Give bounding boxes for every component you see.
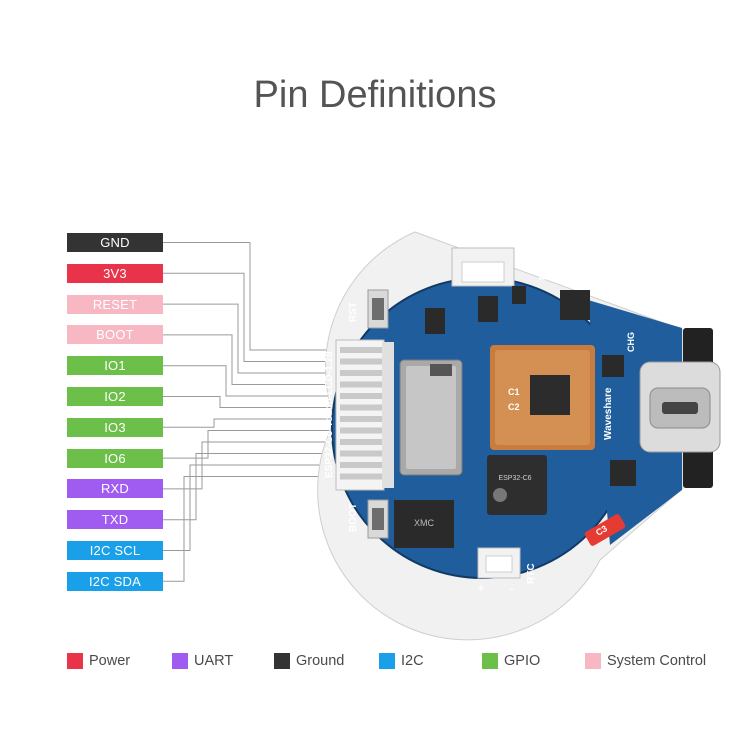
pin-label-reset: RESET bbox=[67, 294, 163, 314]
pin-label-io3: IO3 bbox=[67, 417, 163, 437]
rst-button[interactable] bbox=[367, 289, 389, 329]
legend-label: UART bbox=[194, 653, 234, 669]
legend-swatch bbox=[379, 653, 395, 669]
legend-swatch bbox=[482, 653, 498, 669]
silk-brand: Waveshare bbox=[603, 387, 614, 440]
silk-plus-top: + bbox=[474, 235, 480, 247]
legend-swatch bbox=[172, 653, 188, 669]
silk-minus-rtc: - bbox=[510, 583, 514, 595]
silk-chg: CHG bbox=[626, 332, 636, 352]
legend-label: I2C bbox=[401, 653, 424, 669]
pin-label-rxd: RXD bbox=[67, 479, 163, 499]
boot-button[interactable] bbox=[367, 499, 389, 539]
header-pin bbox=[340, 450, 382, 457]
pin-line-io2 bbox=[163, 396, 340, 408]
silk-rst: RST bbox=[348, 302, 359, 322]
pin-label-io6: IO6 bbox=[67, 448, 163, 468]
module-label: ESP32-C6 bbox=[498, 475, 531, 482]
pin-label-io1: IO1 bbox=[67, 356, 163, 376]
legend-swatch bbox=[274, 653, 290, 669]
header-pin bbox=[340, 347, 382, 353]
silk-c3: C3 bbox=[594, 523, 609, 537]
usb-c-port bbox=[639, 361, 721, 453]
pin-label-txd: TXD bbox=[67, 510, 163, 530]
header-pin bbox=[340, 358, 382, 365]
battery-connector bbox=[451, 247, 515, 287]
legend-item-ground: Ground bbox=[274, 652, 344, 670]
header-pin bbox=[340, 370, 382, 376]
flash-chip-label: XMC bbox=[414, 518, 435, 528]
header-pin bbox=[340, 439, 382, 445]
header-pin bbox=[340, 404, 382, 411]
pin-line-i2c-sda bbox=[163, 476, 340, 582]
legend-item-power: Power bbox=[67, 652, 130, 670]
legend-swatch bbox=[585, 653, 601, 669]
silk-boot: BOOT bbox=[348, 503, 359, 532]
pin-line-reset bbox=[163, 303, 340, 374]
pin-line-boot bbox=[163, 334, 340, 385]
header-pin bbox=[340, 427, 382, 434]
legend-label: Ground bbox=[296, 653, 345, 669]
header-pin bbox=[340, 416, 382, 422]
legend-label: GPIO bbox=[504, 653, 541, 669]
silk-c1: C1 bbox=[508, 387, 520, 397]
silk-model: ESP32-C6-Touch-LCD-1.28 bbox=[324, 351, 335, 478]
pin-line-io6 bbox=[163, 430, 340, 459]
header-pin bbox=[340, 473, 382, 480]
small-components bbox=[425, 286, 636, 546]
header-pin bbox=[340, 393, 382, 399]
legend-swatch bbox=[67, 653, 83, 669]
pin-label-3v3: 3V3 bbox=[67, 263, 163, 283]
main-chip-area bbox=[490, 345, 595, 450]
pin-line-io3 bbox=[163, 418, 340, 428]
esp-module: ESP32-C6 bbox=[487, 455, 547, 515]
pin-line-i2c-scl bbox=[163, 464, 340, 551]
pin-label-gnd: GND bbox=[67, 233, 163, 252]
pin-label-boot: BOOT bbox=[67, 325, 163, 345]
pin-line-gnd bbox=[163, 242, 340, 351]
header-pin-rows bbox=[340, 347, 382, 480]
pin-label-io2: IO2 bbox=[67, 387, 163, 406]
header-pin bbox=[340, 462, 382, 468]
rtc-connector bbox=[477, 547, 521, 579]
legend-item-gpio: GPIO bbox=[482, 652, 540, 670]
pin-label-i2c-scl: I2C SCL bbox=[67, 541, 163, 560]
silk-c2: C2 bbox=[508, 402, 520, 412]
pin-line-txd bbox=[163, 453, 340, 521]
flash-chip: XMC bbox=[394, 500, 454, 548]
pin-label-i2c-sda: I2C SDA bbox=[67, 571, 163, 591]
silk-rtc: RTC bbox=[526, 563, 537, 584]
header-pin bbox=[340, 381, 382, 388]
silk-minus-top: - bbox=[492, 235, 496, 247]
page-title: Pin Definitions bbox=[253, 74, 497, 116]
sd-card-slot bbox=[399, 359, 463, 476]
legend-item-i2c: I2C bbox=[379, 652, 424, 670]
legend-label: System Control bbox=[607, 653, 707, 669]
pin-line-3v3 bbox=[163, 272, 340, 362]
legend-item-uart: UART bbox=[172, 652, 233, 670]
legend-label: Power bbox=[89, 653, 131, 669]
legend-item-system-control: System Control bbox=[585, 652, 706, 670]
pin-line-io1 bbox=[163, 365, 340, 397]
silk-plus-rtc: + bbox=[478, 583, 484, 595]
silk-bat: BAT bbox=[538, 260, 549, 280]
pin-connector-lines bbox=[163, 242, 340, 582]
